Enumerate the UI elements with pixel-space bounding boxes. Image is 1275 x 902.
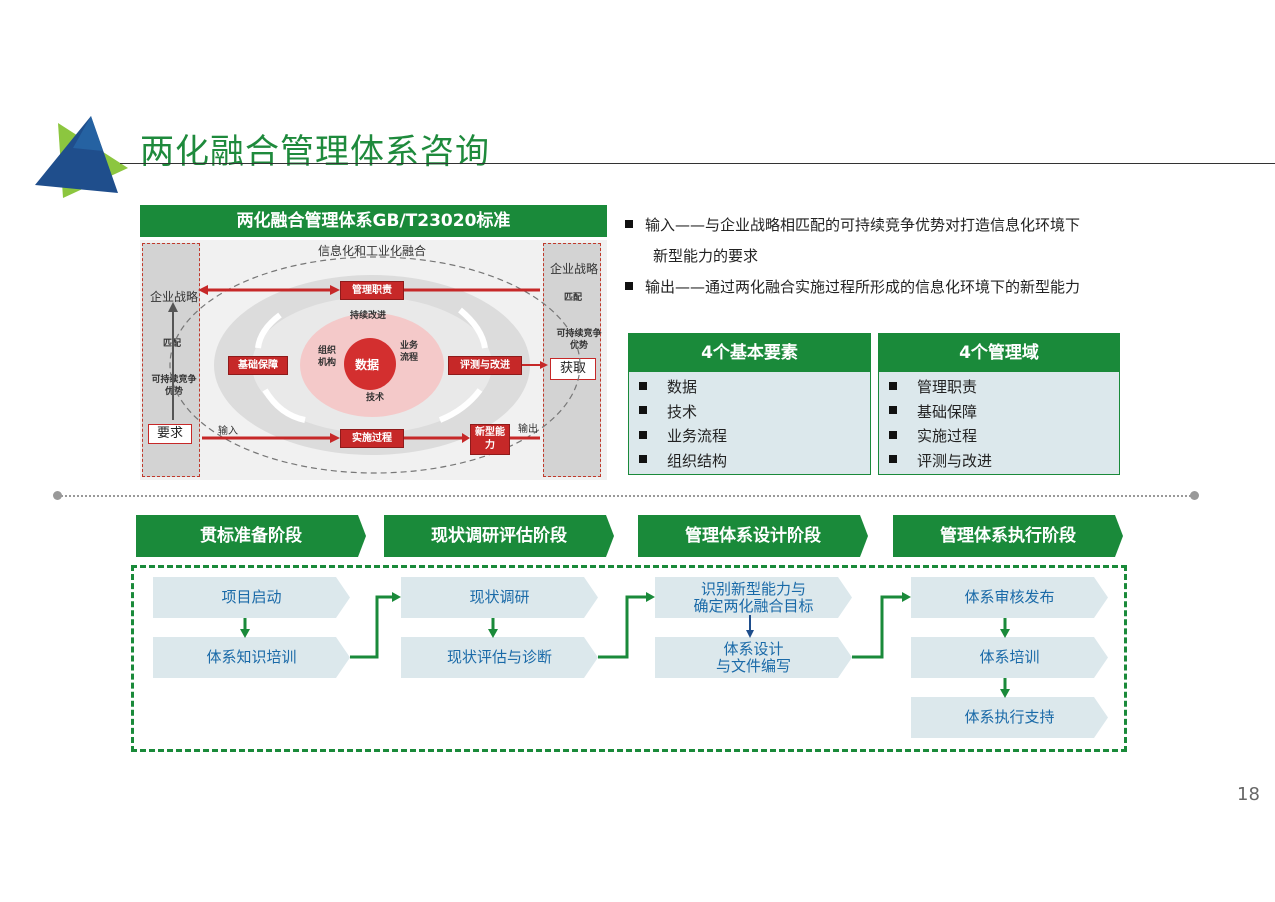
basic-elements-box: 4个基本要素 数据 技术 业务流程 组织结构 (628, 333, 871, 475)
phase-survey: 现状调研评估阶段 (384, 515, 614, 557)
base-box: 基础保障 (228, 356, 288, 375)
output-label: 输出 (518, 424, 538, 435)
org-label: 组织机构 (317, 346, 336, 368)
square-bullet-icon (639, 455, 647, 463)
list-item: 评测与改进 (879, 449, 1119, 474)
step-audit-release: 体系审核发布 (911, 577, 1108, 618)
step-execution-support: 体系执行支持 (911, 697, 1108, 738)
list-item: 基础保障 (879, 400, 1119, 425)
data-core-label: 数据 (355, 358, 380, 372)
list-item: 业务流程 (629, 424, 870, 449)
square-bullet-icon (889, 455, 897, 463)
right-match-label: 匹配 (564, 293, 583, 303)
right-strategy-label: 企业战略 (550, 262, 599, 276)
list-item: 实施过程 (879, 424, 1119, 449)
phase-design: 管理体系设计阶段 (638, 515, 868, 557)
basic-elements-title: 4个基本要素 (629, 334, 870, 372)
square-bullet-icon (639, 381, 647, 390)
logo-triangles-icon (35, 116, 128, 198)
list-item: 数据 (629, 375, 870, 400)
standard-diagram: 企业战略 匹配 可持续竞争优势 要求 企业战略 匹配 可持续竞争优势 获取 信息… (140, 240, 607, 480)
tech-label: 技术 (366, 393, 385, 403)
process-flow-area (131, 565, 1127, 752)
eval-box: 评测与改进 (448, 356, 522, 375)
bullet-input: 输入——与企业战略相匹配的可持续竞争优势对打造信息化环境下 (625, 214, 1080, 235)
process-label: 业务流程 (399, 341, 418, 363)
title-underline (120, 163, 1275, 164)
square-bullet-icon (625, 281, 633, 290)
left-strategy-label: 企业战略 (150, 290, 199, 304)
phase-preparation: 贯标准备阶段 (136, 515, 366, 557)
step-system-training: 体系培训 (911, 637, 1108, 678)
square-bullet-icon (889, 430, 897, 439)
need-box: 要求 (148, 424, 192, 444)
management-domains-box: 4个管理域 管理职责 基础保障 实施过程 评测与改进 (878, 333, 1120, 475)
management-domains-title: 4个管理域 (879, 334, 1119, 372)
step-status-survey: 现状调研 (401, 577, 598, 618)
page-number: 18 (1237, 784, 1260, 805)
get-box: 获取 (550, 358, 596, 380)
divider-dot-left (53, 491, 62, 500)
square-bullet-icon (625, 219, 633, 228)
bullet-input-cont: 新型能力的要求 (653, 247, 759, 265)
section-divider (57, 495, 1195, 497)
step-assessment: 现状评估与诊断 (401, 637, 598, 678)
list-item: 组织结构 (629, 449, 870, 474)
bullet-output: 输出——通过两化融合实施过程所形成的信息化环境下的新型能力 (625, 276, 1080, 297)
step-system-design: 体系设计 与文件编写 (655, 637, 852, 678)
step-project-kickoff: 项目启动 (153, 577, 350, 618)
fusion-label: 信息化和工业化融合 (318, 244, 427, 258)
impl-box: 实施过程 (340, 429, 404, 448)
improve-label: 持续改进 (350, 311, 387, 321)
list-item: 管理职责 (879, 375, 1119, 400)
square-bullet-icon (889, 406, 897, 414)
page-title: 两化融合管理体系咨询 (140, 132, 490, 172)
square-bullet-icon (639, 406, 647, 414)
step-knowledge-training: 体系知识培训 (153, 637, 350, 678)
divider-dot-right (1190, 491, 1199, 500)
newcap-box: 新型能力 (470, 424, 510, 455)
square-bullet-icon (889, 381, 897, 390)
list-item: 技术 (629, 400, 870, 425)
phase-execution: 管理体系执行阶段 (893, 515, 1123, 557)
right-advantage-label: 可持续竞争优势 (556, 329, 602, 351)
standard-header: 两化融合管理体系GB/T23020标准 (140, 205, 607, 237)
input-label: 输入 (218, 426, 238, 437)
square-bullet-icon (639, 430, 647, 439)
mgmt-box: 管理职责 (340, 281, 404, 300)
cycle-graphic (168, 256, 581, 474)
step-identify-capability: 识别新型能力与 确定两化融合目标 (655, 577, 852, 618)
